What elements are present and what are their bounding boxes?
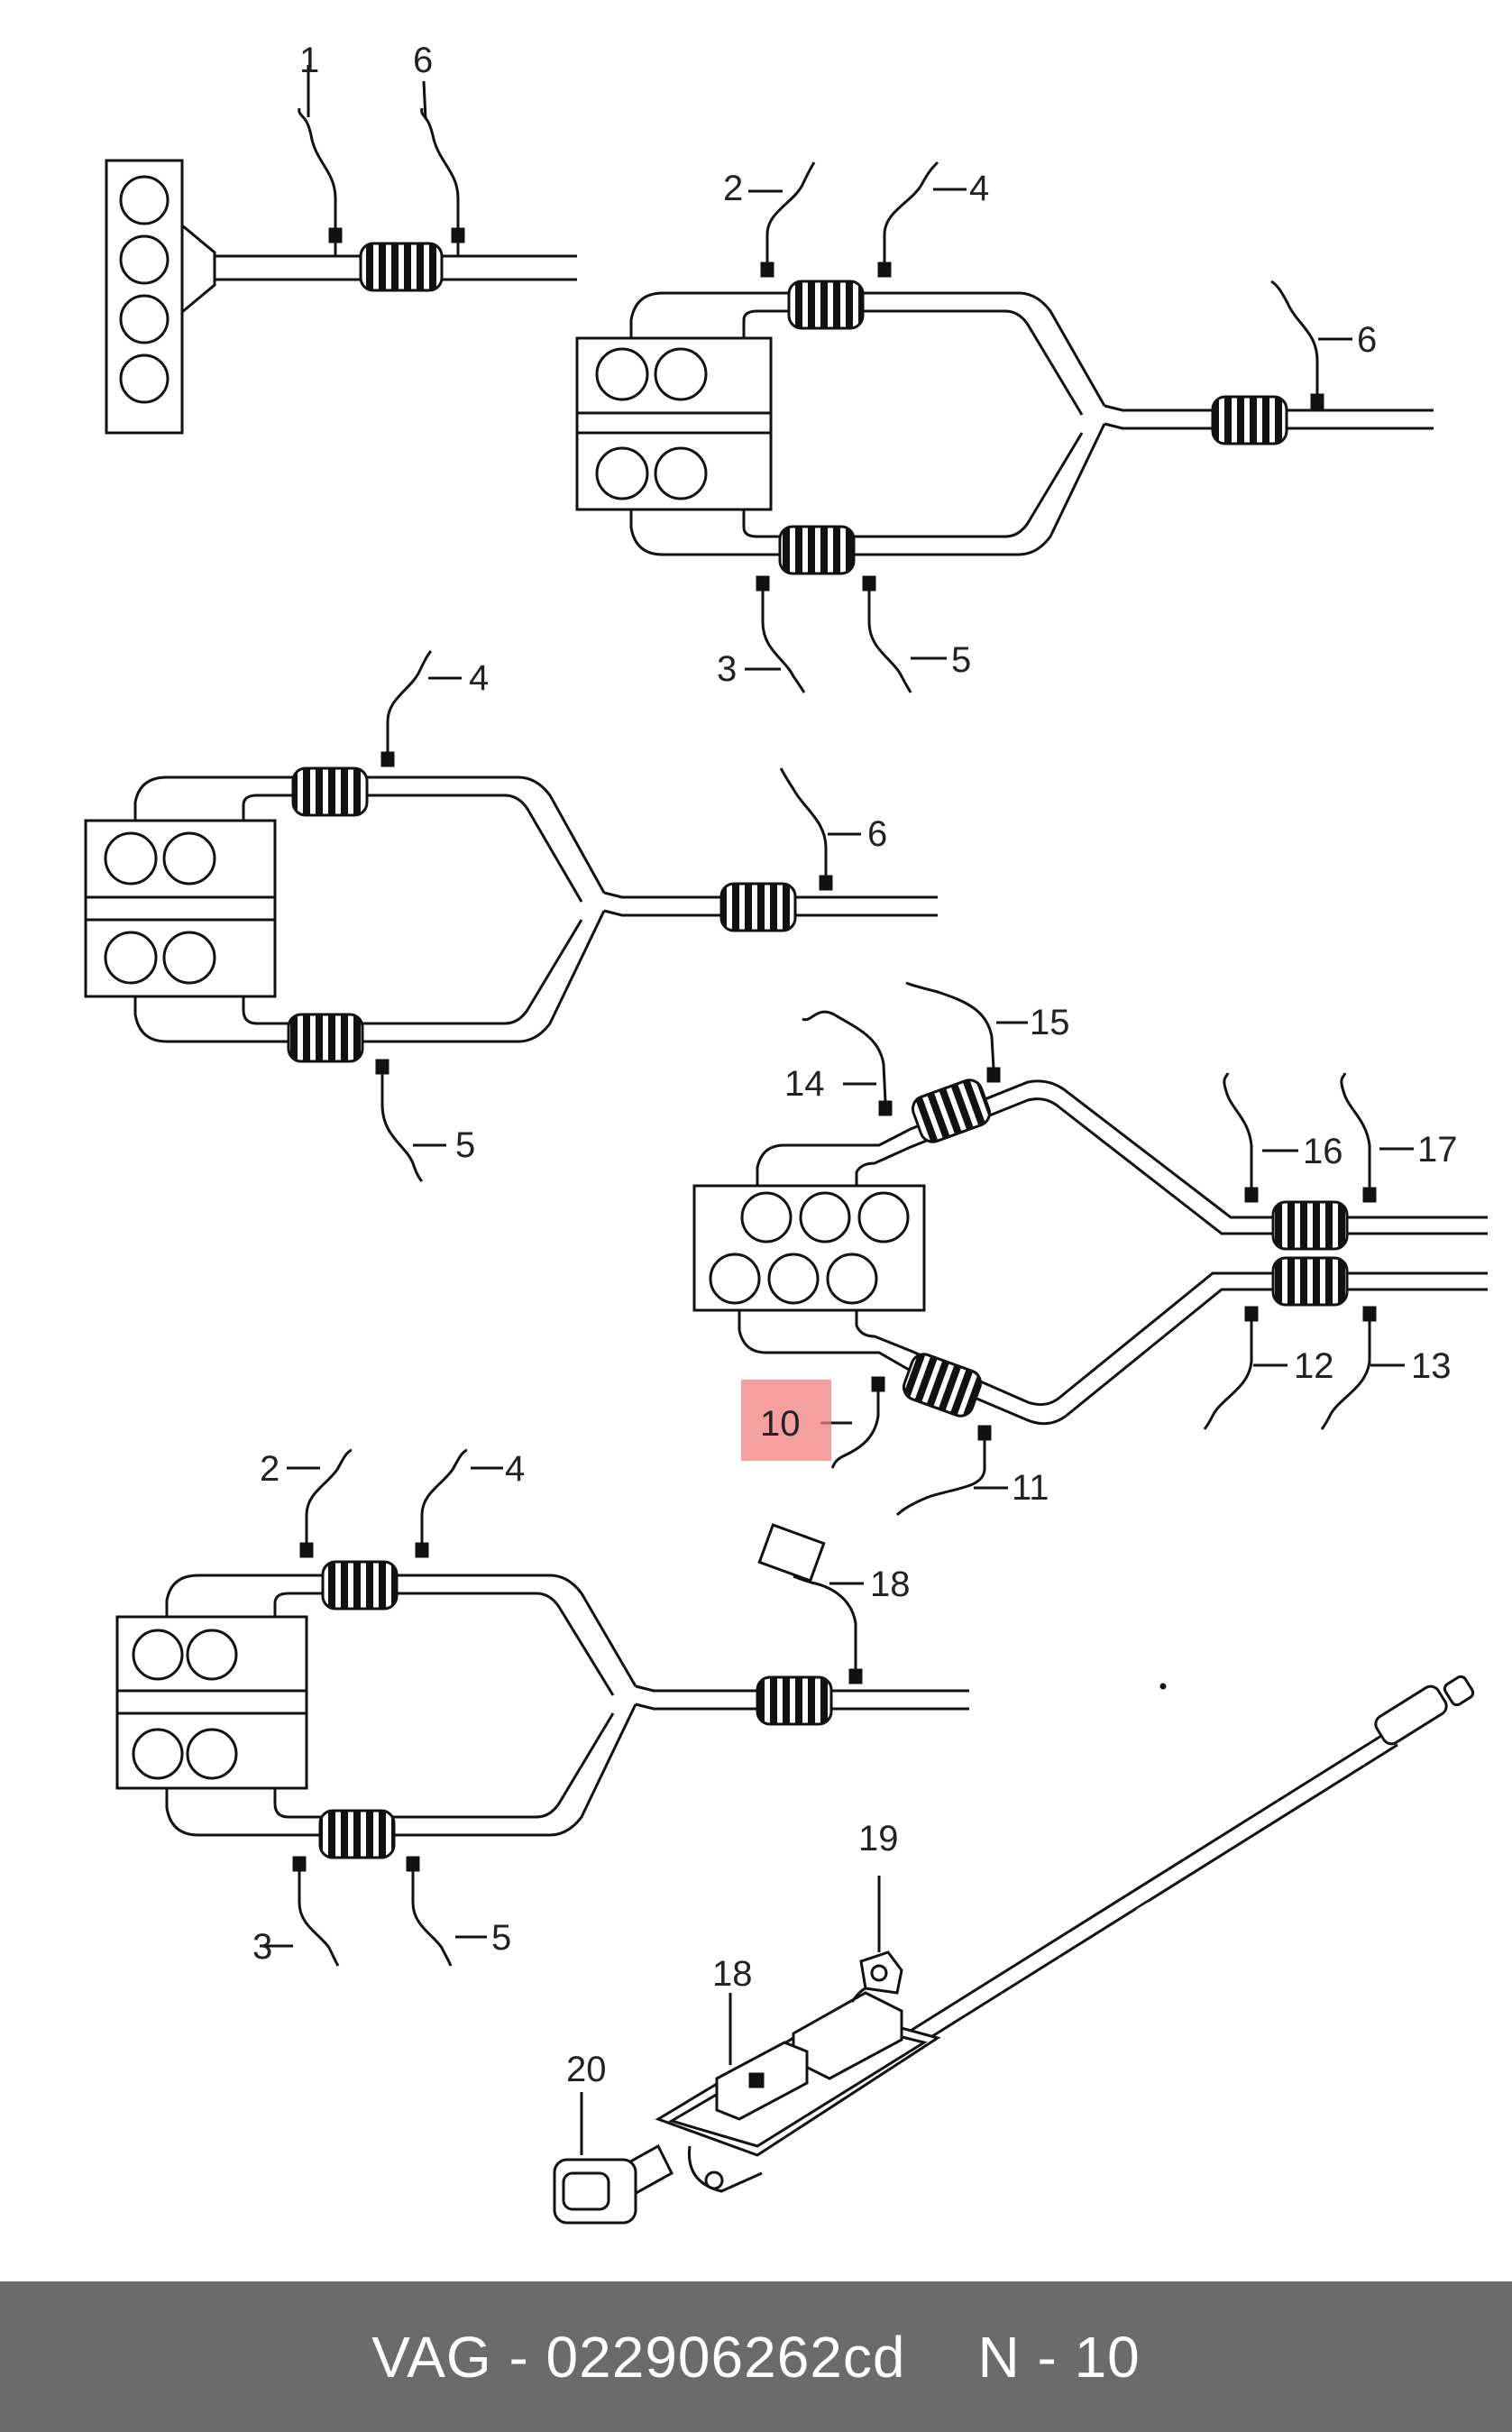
callout-2: 2	[260, 1449, 279, 1489]
callout-10-highlight	[741, 1380, 831, 1461]
callout-16: 16	[1303, 1132, 1343, 1171]
callout-14: 14	[784, 1064, 825, 1104]
callout-labels: 1 6 2 4 6 3 5 4 6 5 15 14 16 17 10 12 13…	[252, 41, 1458, 2089]
callout-17: 17	[1417, 1130, 1458, 1170]
callout-18: 18	[870, 1565, 911, 1604]
footer-bar: VAG - 022906262cd N - 10	[0, 2281, 1512, 2432]
engine-v-section-c	[84, 649, 938, 1183]
callout-6: 6	[413, 41, 433, 80]
callout-2: 2	[723, 169, 743, 208]
exhaust-sensor-diagram: 1 6 2 4 6 3 5 4 6 5 15 14 16 17 10 12 13…	[84, 41, 1488, 2225]
callout-6: 6	[867, 814, 887, 854]
callout-4: 4	[469, 658, 489, 698]
callout-5: 5	[491, 1918, 511, 1958]
callout-13: 13	[1411, 1346, 1452, 1386]
callout-5: 5	[455, 1125, 475, 1165]
engine-v-section-e	[115, 1448, 969, 1967]
engine-inline-4	[105, 65, 577, 435]
callout-3: 3	[717, 649, 737, 689]
callout-1: 1	[299, 41, 319, 80]
engine-v-section-b	[575, 161, 1434, 693]
callout-10: 10	[760, 1404, 801, 1444]
callout-6: 6	[1357, 320, 1377, 360]
callout-11: 11	[1012, 1468, 1049, 1508]
callout-19: 19	[858, 1819, 899, 1858]
callout-3: 3	[252, 1927, 272, 1967]
callout-12: 12	[1294, 1346, 1334, 1386]
callout-4: 4	[505, 1449, 525, 1489]
page-reference: N - 10	[977, 2324, 1141, 2390]
nox-sensor-module	[553, 1675, 1475, 2225]
callout-5: 5	[951, 640, 971, 680]
callout-20: 20	[566, 2050, 607, 2089]
callout-18: 18	[712, 1954, 753, 1994]
callout-15: 15	[1030, 1003, 1070, 1042]
part-number: VAG - 022906262cd	[371, 2324, 906, 2390]
callout-4: 4	[969, 169, 989, 208]
